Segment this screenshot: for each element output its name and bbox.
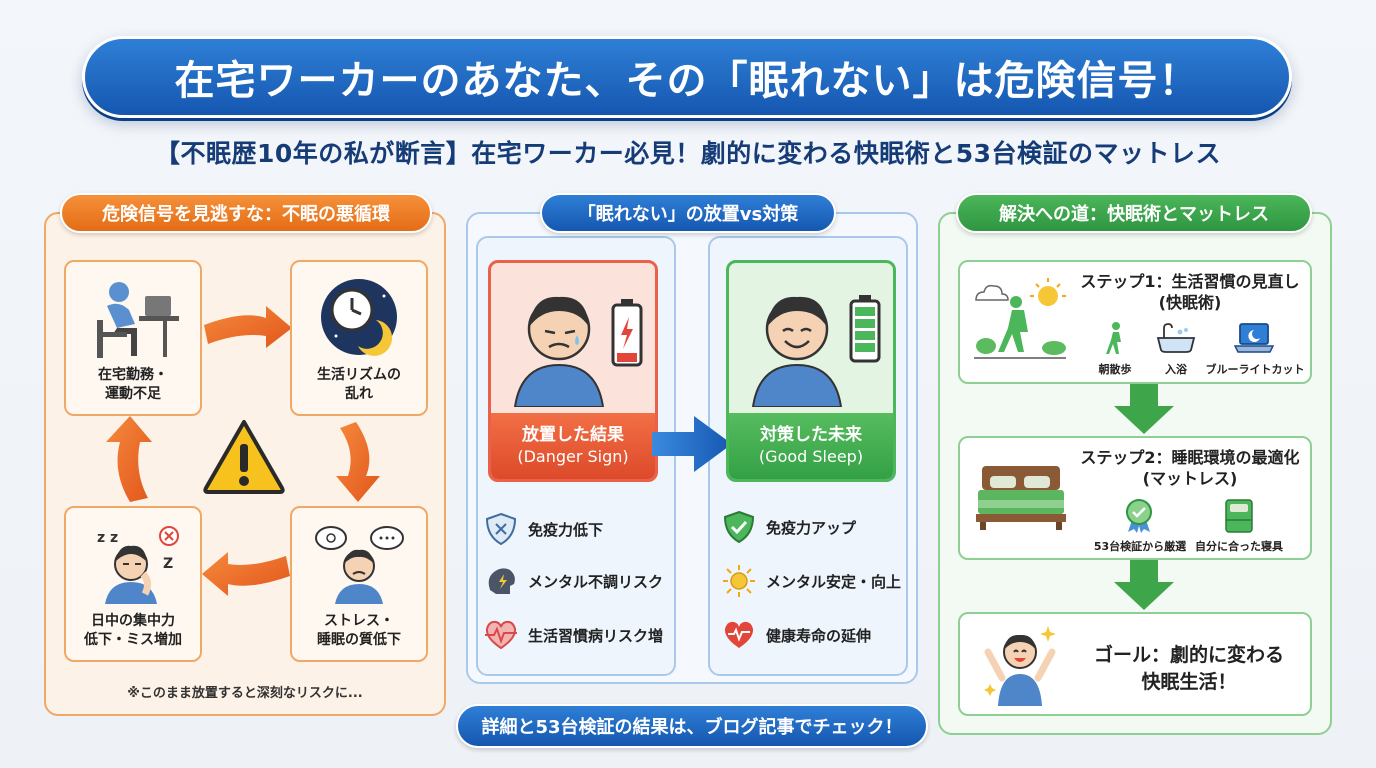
- good-effect-label: 免疫力アップ: [766, 518, 857, 537]
- cycle-box-focus: z z Z 日中の集中力 低下・ミス増加: [64, 506, 202, 662]
- blog-cta-button[interactable]: 詳細と53台検証の結果は、ブログ記事でチェック！: [456, 704, 928, 748]
- good-effect-label: 健康寿命の延伸: [766, 626, 872, 645]
- comparison-header: 「眠れない」の放置vs対策: [540, 193, 836, 233]
- step1-title: ステップ1：生活習慣の見直し (快眠術): [1080, 272, 1300, 312]
- cycle-box-desk-work: 在宅勤務・ 運動不足: [64, 260, 202, 416]
- arrow-down-icon: [1114, 384, 1174, 434]
- danger-card-title: 放置した結果: [522, 425, 624, 446]
- good-sleep-card: 対策した未来 (Good Sleep): [726, 260, 896, 482]
- happy-person-icon: [751, 295, 881, 407]
- morning-walk-icon: [974, 278, 1066, 359]
- svg-text:z z: z z: [97, 530, 118, 546]
- tired-person-icon: [513, 296, 643, 407]
- page-subtitle: 【不眠歴10年の私が断言】在宅ワーカー必見！劇的に変わる快眠術と53台検証のマッ…: [154, 139, 1222, 168]
- brain-storm-icon: [488, 568, 515, 594]
- vicious-cycle-header: 危険信号を見逃すな：不眠の悪循環: [60, 193, 432, 233]
- solution-header: 解決への道：快眠術とマットレス: [956, 193, 1312, 233]
- goal-text: ゴール：劇的に変わる 快眠生活！: [1093, 644, 1284, 693]
- bad-effect-label: メンタル不調リスク: [528, 572, 664, 591]
- arrow-down-icon: [1114, 560, 1174, 610]
- risk-note: ※このまま放置すると深刻なリスクに...: [127, 686, 363, 701]
- celebrating-person-icon: [984, 626, 1056, 706]
- cycle-box-label: 日中の集中力 低下・ミス増加: [84, 613, 182, 649]
- good-effect-item: メンタル安定・向上: [722, 564, 901, 598]
- step1-item-label: 朝散歩: [1098, 363, 1132, 376]
- bad-effect-item: メンタル不調リスク: [484, 564, 663, 598]
- bad-effect-item: 生活習慣病リスク増: [484, 618, 663, 652]
- good-effect-label: メンタル安定・向上: [766, 572, 902, 591]
- bathtub-icon: [1156, 323, 1196, 353]
- shield-check-icon: [723, 510, 755, 544]
- step2-item-label: 自分に合った寝具: [1195, 540, 1283, 553]
- cycle-box-rhythm: 生活リズムの 乱れ: [290, 260, 428, 416]
- sun-icon: [723, 565, 755, 597]
- laptop-icon: [1234, 323, 1274, 353]
- danger-card-caption: 放置した結果 (Danger Sign): [491, 413, 655, 479]
- bed-icon: [976, 466, 1066, 530]
- step2-title: ステップ2：睡眠環境の最適化 (マットレス): [1080, 448, 1300, 488]
- svg-text:Z: Z: [163, 556, 173, 572]
- walking-icon: [1106, 322, 1121, 354]
- warning-icon: [203, 420, 285, 494]
- transition-arrow-icon: [652, 416, 732, 472]
- step2-item-label: 53台検証から厳選: [1093, 540, 1187, 553]
- bad-effect-item: 免疫力低下: [484, 512, 603, 546]
- cycle-box-stress: ストレス・ 睡眠の質低下: [290, 506, 428, 662]
- good-sleep-card-subtitle: (Good Sleep): [758, 446, 864, 466]
- step1-item-label: 入浴: [1165, 363, 1187, 376]
- cycle-box-label: ストレス・ 睡眠の質低下: [317, 613, 401, 649]
- arrow-left-icon: [202, 552, 290, 596]
- good-sleep-card-title: 対策した未来: [760, 425, 862, 446]
- sleepy-person-icon: z z Z: [97, 526, 179, 605]
- good-effect-item: 免疫力アップ: [722, 510, 856, 544]
- title-banner: 在宅ワーカーのあなた、その「眠れない」は危険信号！: [82, 36, 1292, 118]
- arrow-up-icon: [106, 416, 152, 502]
- cycle-box-label: 在宅勤務・ 運動不足: [98, 367, 168, 403]
- cycle-box-label: 生活リズムの 乱れ: [317, 367, 401, 403]
- arrow-right-icon: [204, 306, 292, 348]
- good-sleep-card-caption: 対策した未来 (Good Sleep): [729, 413, 893, 479]
- award-badge-icon: [1126, 499, 1152, 533]
- bad-effect-label: 免疫力低下: [528, 520, 604, 539]
- arrow-down-icon: [336, 422, 380, 502]
- heart-icon: [724, 621, 754, 648]
- cycle-arrows: [106, 306, 380, 596]
- good-effect-item: 健康寿命の延伸: [722, 618, 871, 652]
- danger-card: 放置した結果 (Danger Sign): [488, 260, 658, 482]
- clock-moon-icon: [321, 279, 397, 357]
- stressed-person-icon: [315, 526, 404, 605]
- heart-pulse-icon: [485, 620, 517, 650]
- page-title: 在宅ワーカーのあなた、その「眠れない」は危険信号！: [174, 58, 1200, 104]
- danger-card-subtitle: (Danger Sign): [517, 446, 629, 466]
- desk-worker-icon: [97, 282, 179, 359]
- bad-effect-label: 生活習慣病リスク増: [528, 626, 664, 645]
- mattress-icon: [1225, 499, 1253, 533]
- broken-shield-icon: [485, 512, 517, 546]
- step1-item-label: ブルーライトカット: [1205, 363, 1305, 376]
